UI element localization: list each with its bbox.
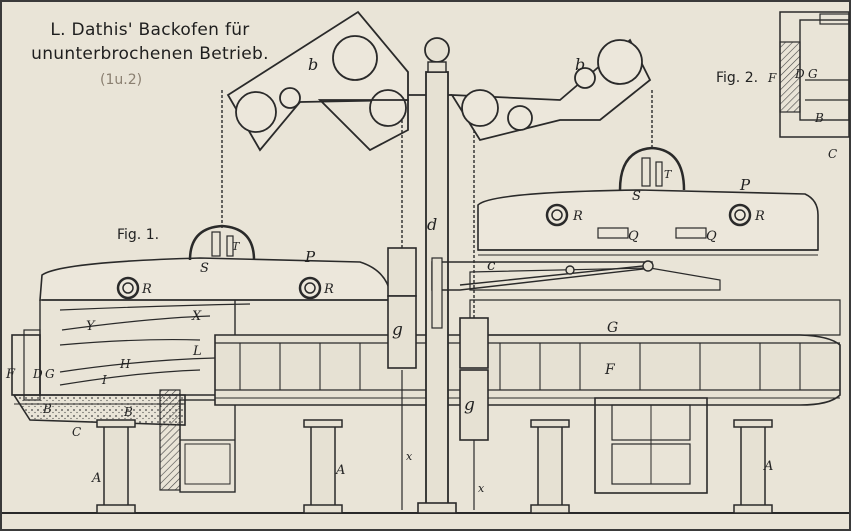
label-S-right: S	[632, 189, 641, 204]
label-G-fig2: G	[808, 67, 818, 81]
left-oven	[11, 224, 391, 493]
label-P-left: P	[304, 248, 316, 266]
label-b-right: b	[575, 55, 585, 74]
label-X: X	[191, 309, 202, 324]
label-R-4: R	[754, 209, 765, 224]
label-H: H	[119, 357, 131, 371]
label-B-fig2: B	[814, 111, 824, 125]
oven-gallery	[214, 334, 841, 406]
label-A-1: A	[91, 471, 101, 486]
label-d: d	[427, 215, 437, 234]
central-post	[387, 37, 654, 514]
label-C-fig2: C	[828, 147, 837, 161]
label-L: L	[192, 344, 202, 359]
fig2-label: Fig. 2.	[716, 70, 758, 86]
fig1-label: Fig. 1.	[117, 227, 159, 243]
label-x-left: x	[406, 450, 413, 463]
suspension-chains	[221, 90, 653, 318]
label-R-3: R	[572, 209, 583, 224]
title-line-2: ununterbrochenen Betrieb.	[31, 44, 269, 64]
label-F-left: F	[5, 367, 16, 382]
title-line-1: L. Dathis' Backofen für	[50, 20, 250, 40]
label-g-right: g	[464, 395, 475, 415]
fig2-inset	[779, 11, 850, 138]
label-G-left: G	[45, 367, 55, 381]
left-bracket	[226, 10, 426, 152]
label-T-left: T	[232, 240, 241, 253]
label-F-gallery: F	[604, 362, 616, 378]
label-c: c	[487, 256, 496, 274]
label-G-gallery: G	[607, 320, 618, 336]
label-C-left: C	[72, 425, 81, 439]
label-D-left: D	[32, 367, 43, 381]
label-x-right: x	[478, 482, 485, 495]
label-D-fig2: D	[794, 67, 805, 81]
label-T-right: T	[664, 168, 673, 181]
label-F-fig2: F	[767, 71, 777, 85]
label-b-left: b	[308, 55, 318, 74]
right-bracket	[448, 38, 652, 142]
label-P-right: P	[739, 176, 751, 194]
label-A-3: A	[763, 459, 773, 474]
label-R-2: R	[323, 282, 334, 297]
label-Q-1: Q	[628, 229, 639, 244]
label-R-1: R	[141, 282, 152, 297]
pencil-note: (1u.2)	[100, 72, 143, 88]
label-A-2: A	[335, 463, 345, 478]
label-B-2: B	[123, 405, 133, 419]
part-labels: Fig. 1. Fig. 2. b b d c g g x x P P R R …	[5, 55, 837, 495]
label-g-left: g	[392, 320, 403, 340]
diagram-title: L. Dathis' Backofen für ununterbrochenen…	[20, 18, 280, 66]
label-Q-2: Q	[706, 229, 717, 244]
label-I: I	[101, 373, 107, 387]
support-columns	[96, 419, 773, 514]
label-Y: Y	[86, 319, 96, 334]
label-S-left: S	[200, 261, 209, 276]
label-B-1: B	[42, 402, 52, 416]
right-oven	[469, 146, 841, 494]
